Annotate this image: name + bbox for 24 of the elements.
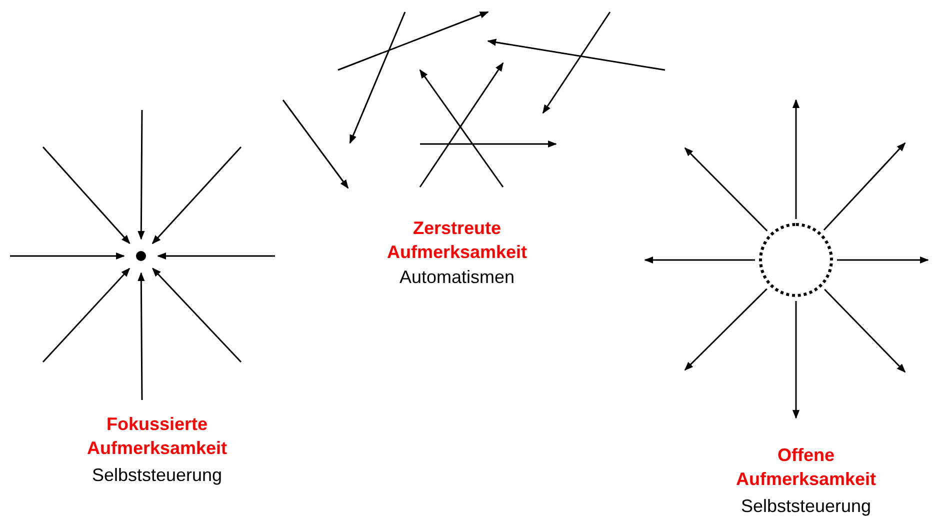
arrow: [644, 256, 755, 264]
attention-type-heading: Fokussierte Aufmerksamkeit: [86, 413, 228, 460]
arrow: [684, 288, 768, 371]
arrow: [837, 256, 929, 264]
attention-type-subtitle: Selbststeuerung: [740, 495, 872, 518]
attention-type-heading: Zerstreute Aufmerksamkeit: [386, 217, 528, 264]
attention-type-subtitle: Automatismen: [398, 266, 516, 289]
arrow: [152, 268, 242, 363]
arrow: [152, 146, 242, 244]
arrow: [684, 147, 768, 232]
point-dot: [136, 251, 146, 261]
arrow: [157, 252, 275, 260]
arrow: [42, 146, 130, 244]
arrow: [792, 99, 800, 219]
arrow: [792, 301, 800, 419]
attention-type-subtitle: Selbststeuerung: [90, 464, 224, 487]
attention-type-heading: Offene Aufmerksamkeit: [734, 444, 878, 491]
arrow: [823, 142, 906, 231]
arrow: [824, 288, 906, 373]
arrow: [10, 252, 125, 260]
dotted-circle: [759, 223, 833, 297]
arrow: [42, 268, 130, 362]
arrow: [138, 272, 145, 400]
arrow: [138, 110, 145, 240]
